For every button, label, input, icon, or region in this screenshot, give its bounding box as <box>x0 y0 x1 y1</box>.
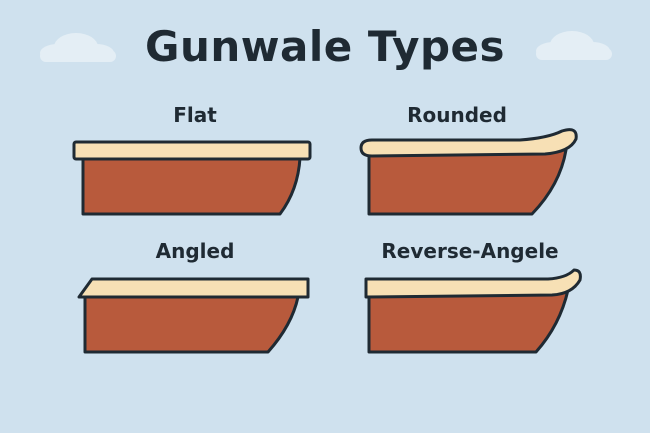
reverse-angle-gunwale-cap <box>364 268 582 299</box>
angled-gunwale-cap <box>77 277 310 299</box>
cloud-left-icon <box>40 33 116 62</box>
rounded-hull <box>367 148 568 216</box>
label-reverse-angle: Reverse-Angele <box>381 239 559 263</box>
flat-hull <box>81 156 302 216</box>
reverse-angle-hull <box>367 288 570 354</box>
flat-gunwale-cap <box>72 140 312 161</box>
reverse-angle-gunwale-illustration <box>364 268 582 354</box>
rounded-gunwale-illustration <box>359 128 578 216</box>
label-rounded: Rounded <box>407 103 507 127</box>
label-angled: Angled <box>155 239 235 263</box>
diagram-title: Gunwale Types <box>144 22 505 71</box>
cloud-right-icon <box>536 31 612 60</box>
rounded-gunwale-cap <box>359 128 578 158</box>
label-flat: Flat <box>173 103 217 127</box>
angled-gunwale-illustration <box>77 277 310 354</box>
angled-hull <box>83 295 300 354</box>
flat-gunwale-illustration <box>72 140 312 216</box>
